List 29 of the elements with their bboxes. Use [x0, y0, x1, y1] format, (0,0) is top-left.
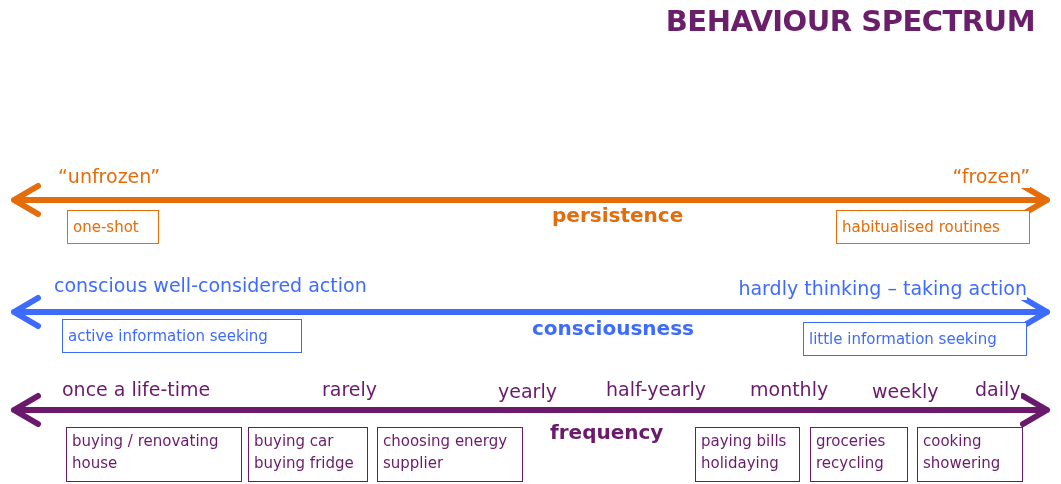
example-box	[695, 427, 800, 482]
example-text: cooking	[923, 431, 983, 452]
scale-label: half-yearly	[606, 379, 707, 401]
example-text: recycling	[816, 453, 885, 474]
example-text: buying car	[254, 431, 335, 452]
example-box: one-shot	[67, 210, 159, 244]
example-text: groceries	[816, 431, 887, 452]
example-box: habitualised routines	[836, 210, 1030, 244]
example-text: buying fridge	[254, 453, 355, 474]
example-box: buying / renovating house	[66, 427, 242, 482]
scale-label: yearly	[498, 381, 557, 403]
example-box	[917, 427, 1023, 482]
example-box	[248, 427, 368, 482]
axis-label: frequency	[550, 421, 664, 444]
scale-label: monthly	[750, 379, 829, 401]
pole-label: “frozen”	[952, 166, 1030, 188]
example-box	[810, 427, 908, 482]
scale-label: daily	[975, 379, 1021, 401]
example-text: paying bills	[701, 431, 788, 452]
scale-label: rarely	[322, 379, 378, 401]
diagram-title: BEHAVIOUR SPECTRUM	[665, 4, 1035, 38]
example-text: showering	[923, 453, 1002, 474]
pole-label: hardly thinking – taking action	[738, 278, 1027, 300]
example-text: holidaying	[701, 453, 780, 474]
example-box: active information seeking	[62, 319, 302, 353]
example-box: choosing energy supplier	[377, 427, 523, 482]
scale-label: weekly	[872, 381, 939, 403]
axis-label: persistence	[552, 204, 684, 227]
example-box: little information seeking	[803, 322, 1027, 356]
